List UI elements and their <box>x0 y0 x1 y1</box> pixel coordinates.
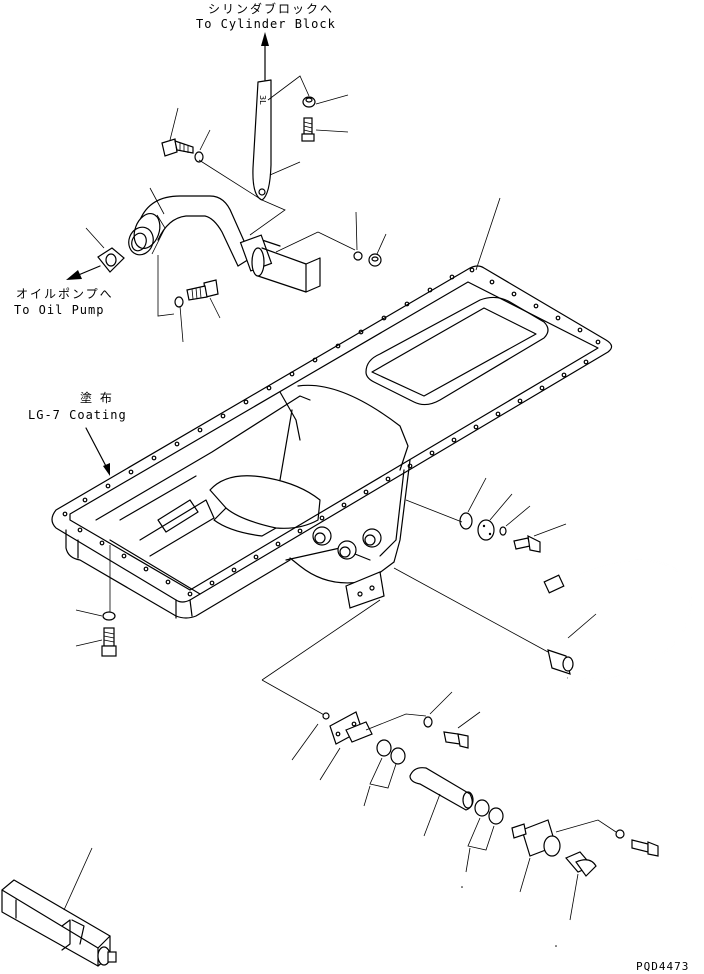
nut-icon <box>302 96 316 108</box>
drain-boss <box>312 526 382 560</box>
washer-icon <box>423 716 433 728</box>
leader-line <box>209 297 221 319</box>
leader-line <box>355 211 358 251</box>
hose-icon <box>409 767 474 811</box>
plug-icon <box>477 519 495 541</box>
bolt-icon <box>513 534 541 553</box>
leader-line <box>315 94 349 105</box>
leader-line <box>429 691 453 715</box>
arrow-coating <box>85 427 110 476</box>
pipe-bracket-strap: 3L <box>252 79 272 201</box>
leader-line <box>467 477 487 513</box>
leader-line <box>363 785 371 807</box>
bracket-icon <box>345 571 385 609</box>
leader-line <box>555 819 617 833</box>
leader-line <box>505 505 531 527</box>
bolt-icon <box>631 839 659 857</box>
bolt-icon <box>301 117 315 142</box>
pipe-detail-view <box>1 879 117 967</box>
leader-line <box>569 873 579 921</box>
leader-line <box>365 713 427 731</box>
leader-line <box>319 747 341 781</box>
leader-line <box>291 723 319 761</box>
washer-icon <box>102 611 116 621</box>
drawing-code: PQD4473 <box>636 960 690 973</box>
oil-pump-label-jp: オイルポンプへ <box>16 287 114 301</box>
oil-pan <box>51 265 613 619</box>
leader-line <box>157 255 175 317</box>
oil-pump-label-en: To Oil Pump <box>14 303 105 317</box>
leader-line <box>169 107 179 141</box>
leader-line <box>489 493 513 521</box>
cylinder-block-label-jp: シリンダブロックへ <box>208 2 335 16</box>
bolt-icon <box>101 627 117 657</box>
leader-line <box>63 847 93 911</box>
leader-line <box>267 75 310 101</box>
washer-icon <box>615 829 625 839</box>
leader-line <box>75 609 103 617</box>
arrow-to-cylinder-block <box>261 32 269 81</box>
leader-line <box>199 129 211 151</box>
arrow-to-oil-pump <box>66 265 101 280</box>
svg-text:3L: 3L <box>258 95 267 105</box>
coating-label-en: LG-7 Coating <box>28 408 127 422</box>
leader-line <box>85 227 105 249</box>
leader-line <box>369 757 397 789</box>
leader-line <box>405 499 463 523</box>
leader-line <box>376 233 387 255</box>
gasket-icon <box>97 247 125 273</box>
washer-icon <box>353 251 363 261</box>
leader-line <box>519 857 531 893</box>
o-ring-icon <box>459 512 473 530</box>
leader-line <box>393 567 549 653</box>
leader-line <box>179 305 184 343</box>
oil-level-gauge <box>543 558 692 682</box>
bolt-icon <box>186 279 219 301</box>
leader-line <box>423 793 441 837</box>
washer-icon <box>499 526 507 536</box>
leader-line <box>475 197 501 271</box>
elbow-fitting-icon <box>565 851 597 877</box>
leader-line <box>198 159 286 236</box>
suction-pipe <box>128 195 356 293</box>
cylinder-block-label-en: To Cylinder Block <box>196 17 336 31</box>
flange-bolt-holes <box>62 267 601 597</box>
dot-mark <box>461 886 463 888</box>
plug-icon <box>322 712 330 720</box>
washer-icon <box>174 296 184 308</box>
washer-icon <box>194 151 204 163</box>
coating-label-jp: 塗 布 <box>80 391 114 405</box>
hose-clamp-icon <box>376 739 504 825</box>
nut-icon <box>368 253 382 267</box>
leader-line <box>533 523 567 537</box>
adapter-flange-icon <box>329 711 373 745</box>
leader-line <box>261 599 381 717</box>
bolt-icon <box>443 731 469 749</box>
adapter-flange-icon <box>511 819 561 857</box>
leader-line <box>467 817 495 851</box>
leader-line <box>75 639 103 647</box>
leader-line <box>269 161 301 176</box>
bolt-icon <box>161 138 194 157</box>
leader-line <box>465 847 471 873</box>
leader-line <box>457 711 481 729</box>
leader-line <box>315 129 349 133</box>
dot-mark <box>555 945 557 947</box>
leader-line <box>149 187 165 215</box>
